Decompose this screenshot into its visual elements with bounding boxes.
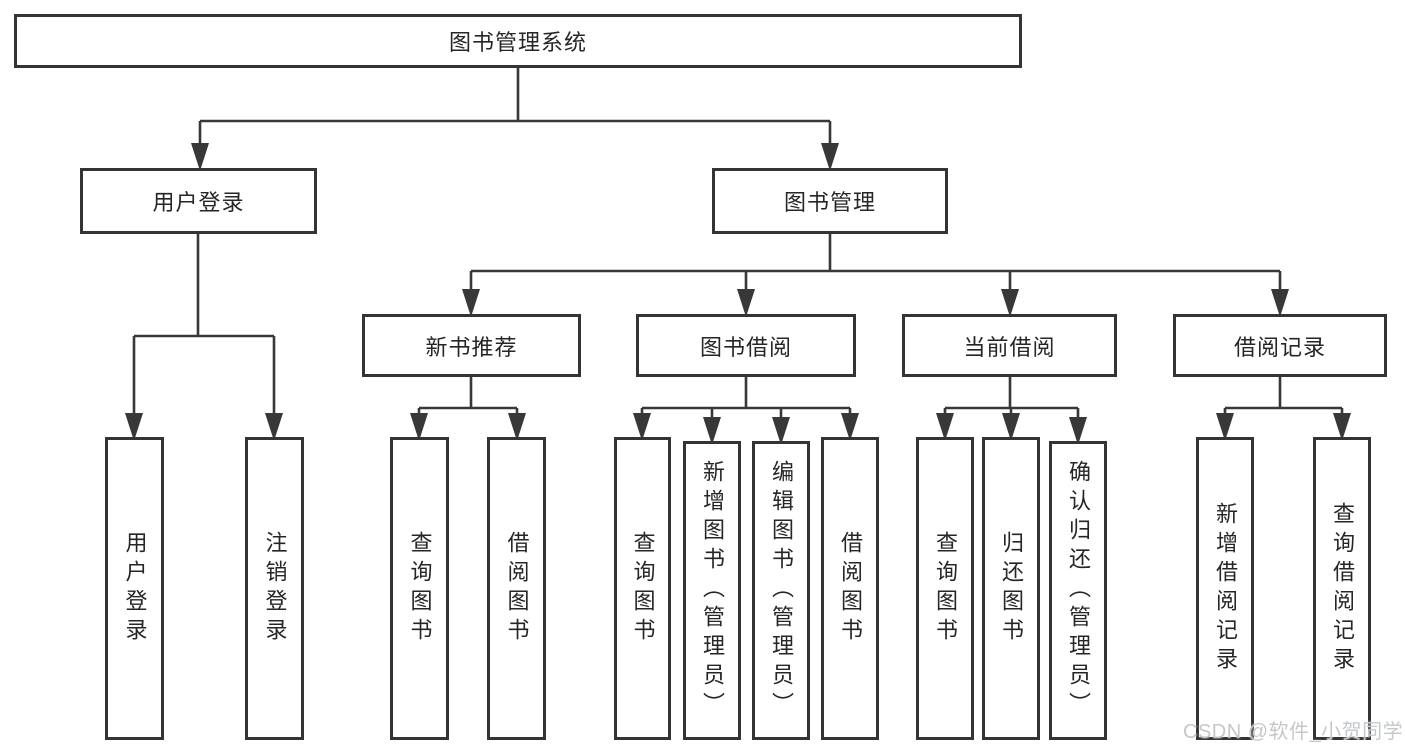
leaf-bb-query-book: 查询图书 — [614, 437, 671, 740]
leaf-bb-add-book-admin-label: 新增图书（管理员） — [700, 460, 725, 721]
connector-edges — [132, 68, 1344, 434]
node-user-login-label: 用户登录 — [152, 190, 245, 215]
node-borrow-records-label: 借阅记录 — [1233, 334, 1326, 360]
node-book-management-label: 图书管理 — [783, 190, 876, 215]
leaf-nb-query-book-label: 查询图书 — [407, 530, 433, 647]
leaf-cb-confirm-return-admin-label: 确认归还（管理员） — [1066, 460, 1091, 721]
leaf-logout-label: 注销登录 — [262, 530, 288, 647]
leaf-bb-edit-book-admin: 编辑图书（管理员） — [752, 441, 810, 740]
leaf-br-query-record: 查询借阅记录 — [1313, 437, 1371, 740]
node-root-label: 图书管理系统 — [448, 30, 587, 55]
leaf-bb-query-book-label: 查询图书 — [630, 530, 656, 647]
leaf-nb-query-book: 查询图书 — [390, 437, 449, 740]
leaf-logout: 注销登录 — [245, 437, 304, 740]
leaf-cb-return-book-label: 归还图书 — [999, 530, 1024, 647]
node-new-book-recommend-label: 新书推荐 — [425, 334, 518, 360]
leaf-bb-edit-book-admin-label: 编辑图书（管理员） — [769, 460, 794, 721]
leaf-bb-borrow-book: 借阅图书 — [821, 437, 879, 740]
node-current-borrow-label: 当前借阅 — [963, 334, 1056, 360]
csdn-watermark: CSDN @软件_小贺同学 — [1183, 721, 1404, 743]
leaf-user-login: 用户登录 — [105, 437, 164, 740]
node-book-management: 图书管理 — [712, 168, 948, 234]
node-book-borrow-label: 图书借阅 — [699, 334, 792, 360]
leaf-br-query-record-label: 查询借阅记录 — [1330, 501, 1355, 676]
arrowheads — [125, 143, 1351, 445]
leaf-br-add-record: 新增借阅记录 — [1196, 437, 1254, 740]
leaf-bb-borrow-book-label: 借阅图书 — [838, 530, 863, 647]
leaf-nb-borrow-book-label: 借阅图书 — [504, 530, 530, 647]
node-borrow-records: 借阅记录 — [1173, 314, 1387, 377]
leaf-nb-borrow-book: 借阅图书 — [487, 437, 546, 740]
leaf-br-add-record-label: 新增借阅记录 — [1213, 501, 1238, 676]
node-root: 图书管理系统 — [14, 14, 1022, 68]
leaf-cb-confirm-return-admin: 确认归还（管理员） — [1049, 441, 1107, 740]
node-new-book-recommend: 新书推荐 — [362, 314, 581, 377]
leaf-cb-query-book: 查询图书 — [916, 437, 974, 740]
leaf-cb-return-book: 归还图书 — [982, 437, 1040, 740]
leaf-cb-query-book-label: 查询图书 — [933, 530, 958, 647]
node-current-borrow: 当前借阅 — [902, 314, 1117, 377]
node-user-login: 用户登录 — [80, 168, 317, 234]
leaf-bb-add-book-admin: 新增图书（管理员） — [683, 441, 741, 740]
leaf-user-login-label: 用户登录 — [122, 530, 148, 647]
node-book-borrow: 图书借阅 — [636, 314, 856, 377]
